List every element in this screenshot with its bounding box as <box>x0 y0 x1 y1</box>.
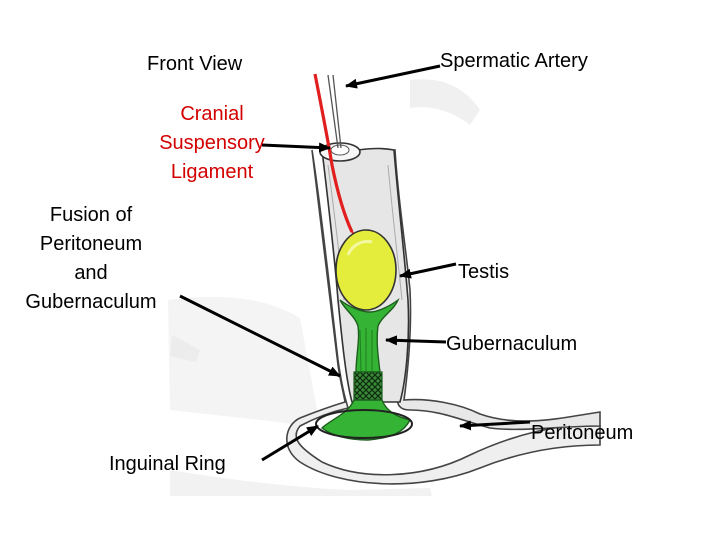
label-line: Fusion of <box>49 204 133 226</box>
gubernaculum-shape <box>339 297 400 373</box>
gubernaculum-shape <box>359 328 373 373</box>
inguinal-ring-arrow <box>261 424 319 462</box>
peritoneum-fold <box>389 149 601 431</box>
ligament-arrow <box>261 142 331 153</box>
peritoneum-background <box>168 296 318 425</box>
cranial-opening-inner <box>330 144 350 156</box>
spermatic-artery <box>313 73 354 233</box>
peritoneum-background <box>410 79 480 125</box>
peritoneum-label: Peritoneum <box>531 422 634 444</box>
testis-highlight <box>346 240 373 256</box>
spermatic-artery-arrow <box>345 64 441 89</box>
label-line: Gubernaculum <box>25 291 157 313</box>
gubernaculum-fusion-zone <box>353 371 383 401</box>
testis-label: Testis <box>458 261 510 283</box>
label-line: Peritoneum <box>39 233 143 255</box>
label-line: and <box>74 262 108 284</box>
spermatic-artery-label: Spermatic Artery <box>440 50 588 72</box>
gubernaculum-label: Gubernaculum <box>446 333 578 355</box>
cranial-suspensory-ligament <box>327 74 342 149</box>
peritoneum-arrow <box>459 420 531 431</box>
fusion-arrow <box>179 294 341 378</box>
label-line: Cranial <box>180 103 244 125</box>
front-view-label: Front View <box>147 53 243 75</box>
peritoneum-fold <box>286 149 601 485</box>
inguinal-ring-shape <box>315 409 413 439</box>
label-line: Ligament <box>170 161 254 183</box>
fusion-label: Fusion of Peritoneum and Gubernaculum <box>4 201 178 317</box>
cranial-suspensory-ligament-label: Cranial Suspensory Ligament <box>140 100 284 187</box>
peritoneum-background <box>170 470 432 496</box>
label-line: Suspensory <box>159 132 265 154</box>
peritoneum-background <box>170 335 200 362</box>
gubernaculum-arrow <box>385 335 447 346</box>
inguinal-ring-label: Inguinal Ring <box>109 453 226 475</box>
testis-arrow <box>399 262 457 279</box>
